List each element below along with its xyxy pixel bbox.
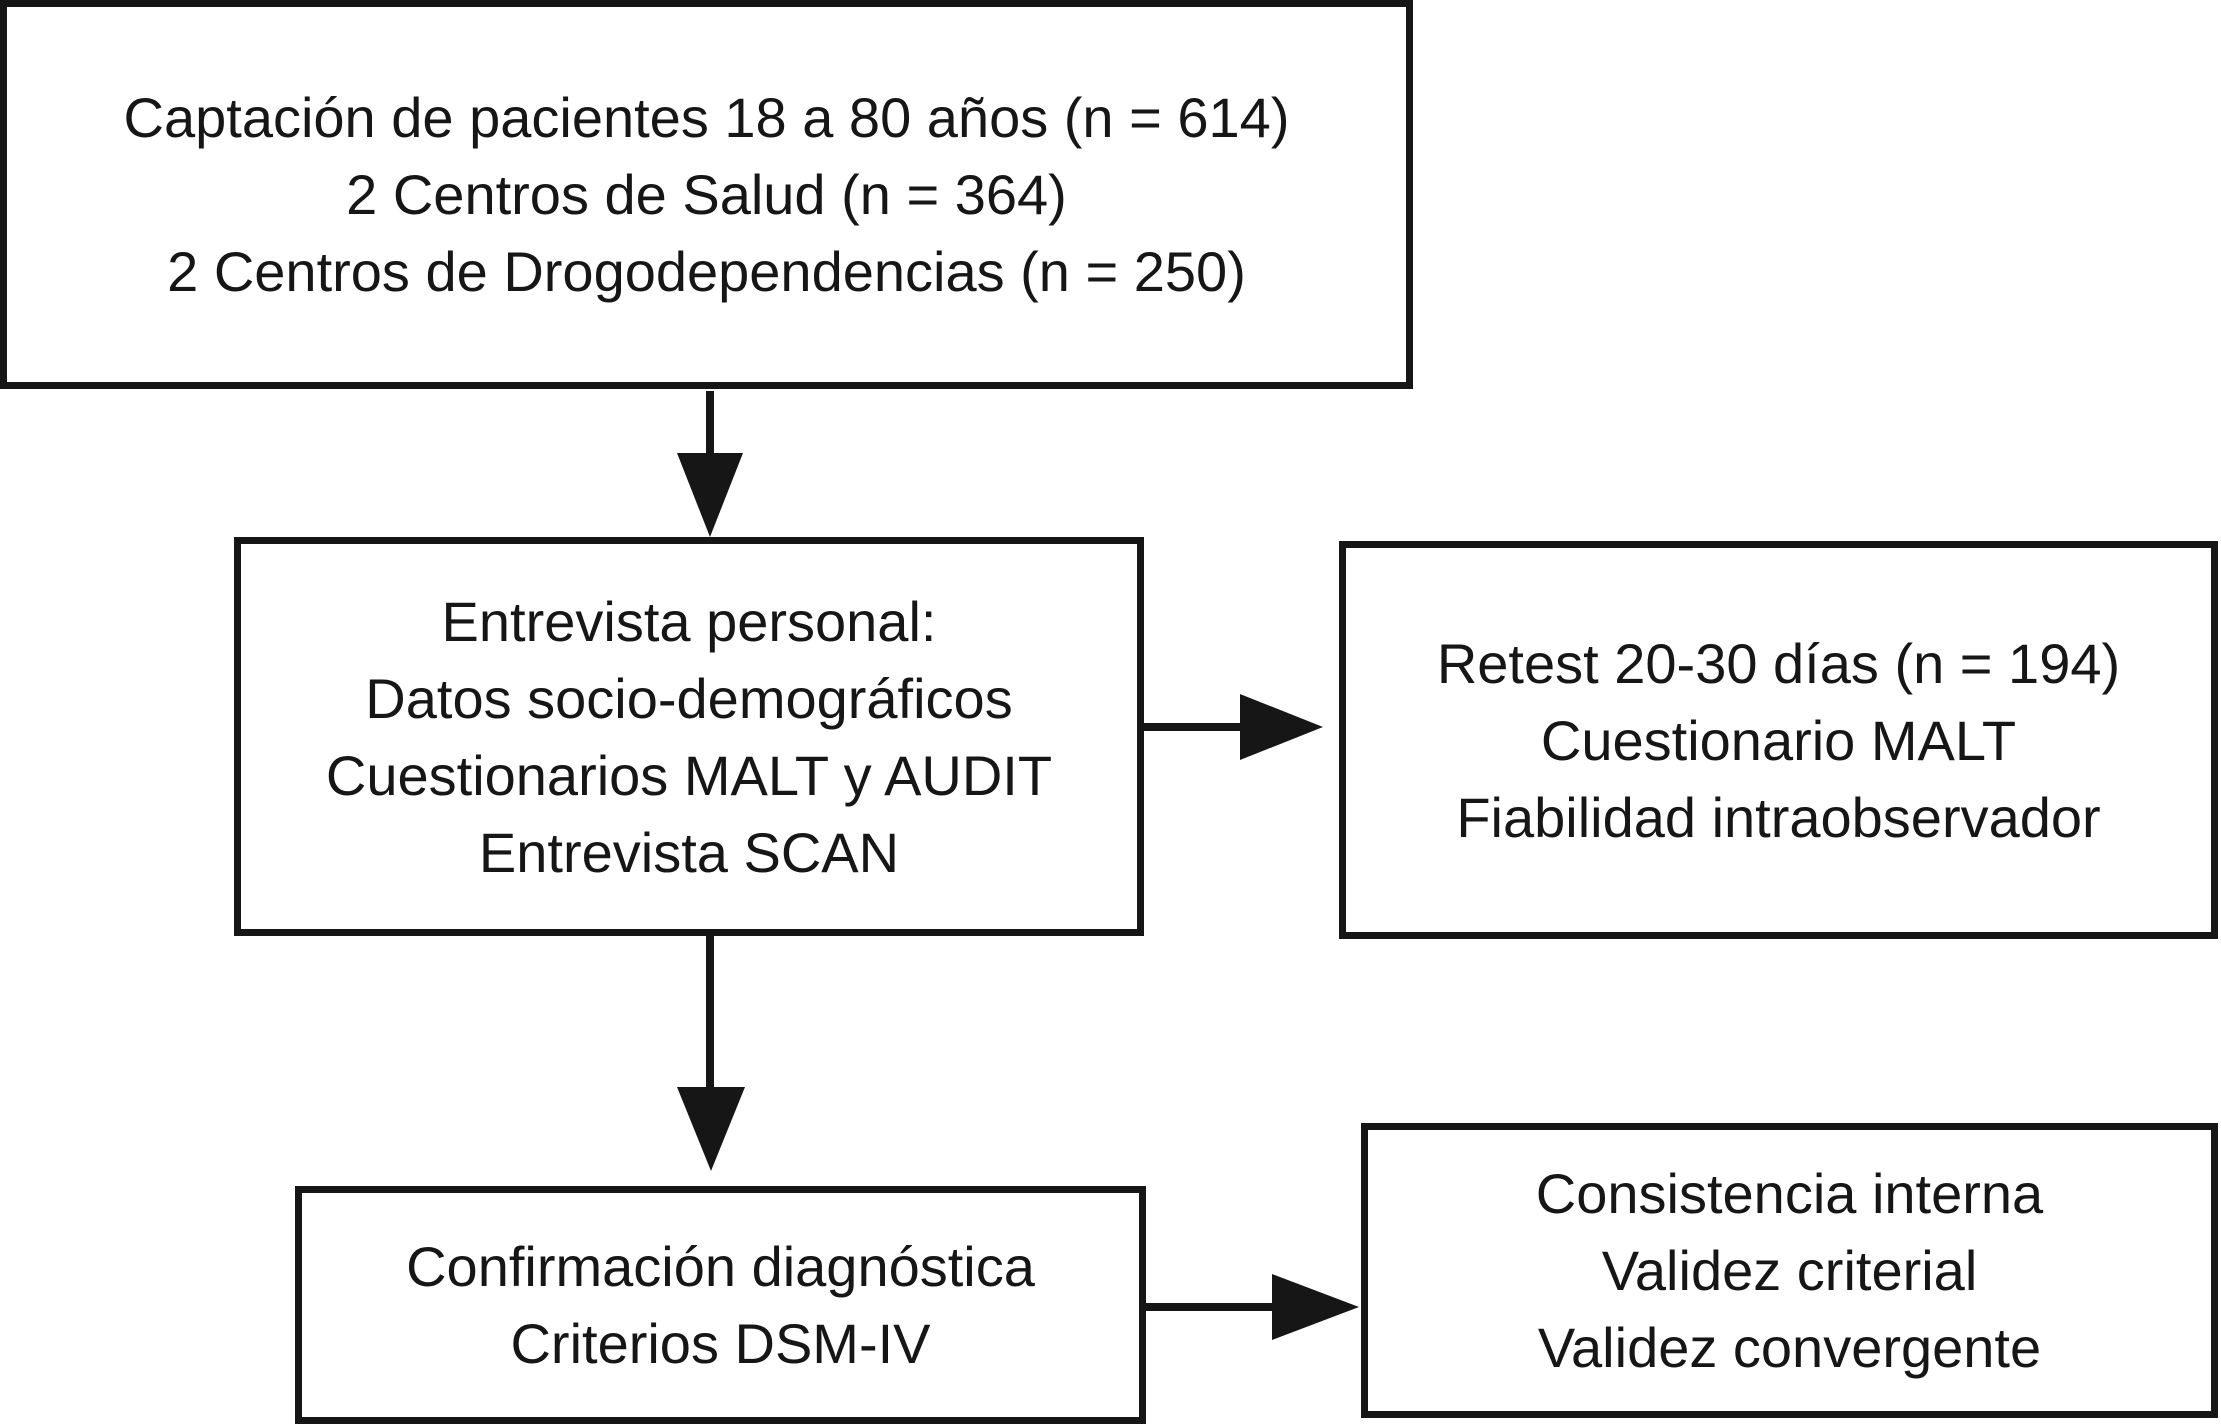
flow-box-retest: Retest 20-30 días (n = 194) Cuestionario…: [1339, 541, 2218, 939]
box-line: Confirmación diagnóstica: [406, 1235, 1035, 1298]
box-line: Fiabilidad intraobservador: [1456, 785, 2101, 849]
flow-box-confirmacion: Confirmación diagnóstica Criterios DSM-I…: [295, 1186, 1146, 1424]
arrow-right-icon: [1144, 694, 1323, 760]
arrow-right-icon: [1146, 1274, 1359, 1340]
flow-box-captacion: Captación de pacientes 18 a 80 años (n =…: [0, 0, 1413, 389]
box-line: 2 Centros de Salud (n = 364): [346, 163, 1067, 226]
box-line: Datos socio-demográficos: [365, 666, 1013, 730]
box-line: Captación de pacientes 18 a 80 años (n =…: [123, 86, 1290, 149]
box-line: Cuestionario MALT: [1540, 708, 2017, 772]
box-line: Retest 20-30 días (n = 194): [1436, 631, 2121, 695]
flow-box-entrevista: Entrevista personal: Datos socio-demográ…: [234, 537, 1144, 936]
arrow-down-icon: [677, 391, 743, 537]
box-line: Entrevista SCAN: [478, 820, 900, 884]
box-line: 2 Centros de Drogodependencias (n = 250): [167, 240, 1246, 303]
arrow-down-icon: [677, 936, 745, 1171]
box-line: Criterios DSM-IV: [510, 1312, 931, 1375]
box-line: Entrevista personal:: [441, 589, 937, 653]
box-line: Consistencia interna: [1535, 1162, 2044, 1225]
box-line: Cuestionarios MALT y AUDIT: [325, 743, 1053, 807]
flow-box-resultados: Consistencia interna Validez criterial V…: [1361, 1123, 2218, 1418]
box-line: Validez criterial: [1601, 1239, 1978, 1302]
box-line: Validez convergente: [1537, 1316, 2042, 1379]
